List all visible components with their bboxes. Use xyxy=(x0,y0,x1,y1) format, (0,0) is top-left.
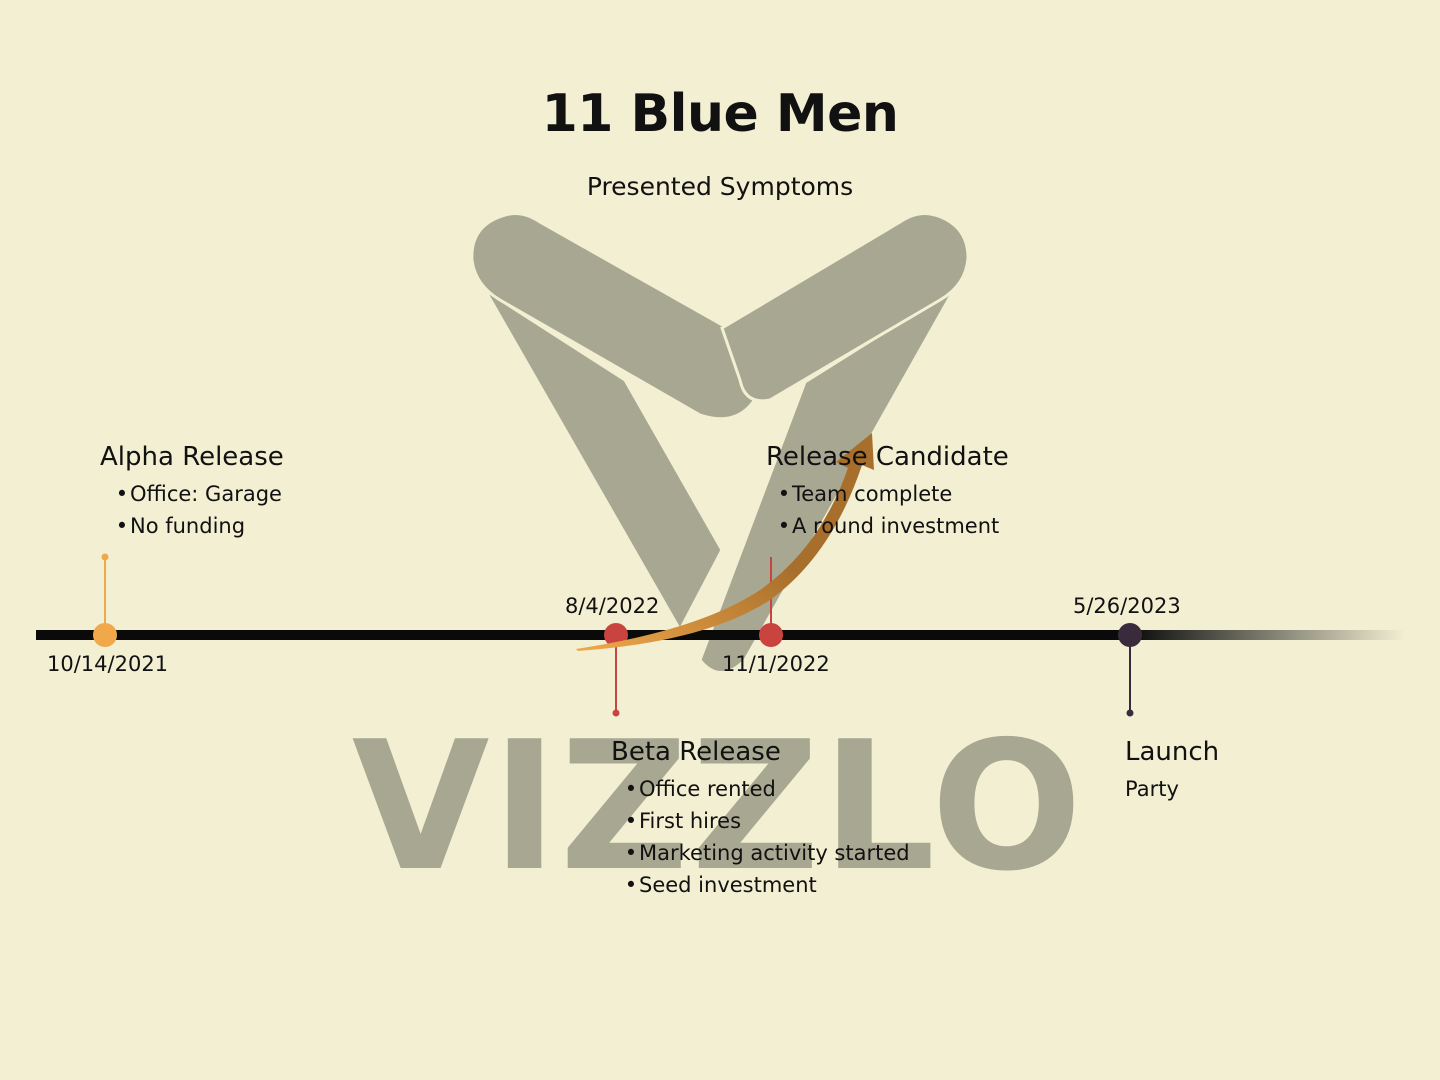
list-item-text: Team complete xyxy=(792,482,953,506)
page-title: 11 Blue Men xyxy=(541,84,899,144)
growth-arrow-icon xyxy=(576,433,874,651)
page-subtitle: Presented Symptoms xyxy=(586,172,854,201)
timeline-axis xyxy=(36,630,1140,640)
beta-connector-dot xyxy=(612,709,620,717)
event-title: Release Candidate xyxy=(766,442,1009,472)
list-item: •Marketing activity started xyxy=(624,841,910,865)
list-item: •Seed investment xyxy=(624,873,817,897)
event-list: •Office: Garage •No funding xyxy=(114,478,284,542)
event-beta: Beta Release •Office rented •First hires… xyxy=(611,737,910,901)
event-title: Alpha Release xyxy=(100,442,284,472)
date-label-beta: 8/4/2022 xyxy=(565,594,660,618)
list-item-text: First hires xyxy=(639,809,742,833)
event-rc: Release Candidate •Team complete •A roun… xyxy=(766,442,1009,542)
rc-marker xyxy=(759,623,783,647)
alpha-marker xyxy=(93,623,117,647)
list-item: •A round investment xyxy=(777,514,1000,538)
watermark-left-stroke xyxy=(483,288,724,634)
watermark-left-bar xyxy=(470,212,766,421)
event-list: •Team complete •A round investment xyxy=(776,478,1009,542)
alpha-connector-dot xyxy=(101,553,109,561)
timeline-axis-fade xyxy=(1130,630,1405,640)
watermark-wordmark: VIZZLO xyxy=(352,703,1085,910)
launch-connector-dot xyxy=(1126,709,1134,717)
event-text: Party xyxy=(1125,777,1179,801)
list-item-text: No funding xyxy=(130,514,246,538)
list-item-text: Marketing activity started xyxy=(639,841,910,865)
watermark-right-stroke xyxy=(698,286,957,674)
watermark-right-bar xyxy=(720,212,970,403)
event-alpha: Alpha Release •Office: Garage •No fundin… xyxy=(100,442,284,542)
list-item: •Office: Garage xyxy=(115,482,282,506)
date-label-rc: 11/1/2022 xyxy=(722,652,830,676)
list-item: •Team complete xyxy=(777,482,953,506)
list-item-text: Office: Garage xyxy=(130,482,282,506)
event-list: •Office rented •First hires •Marketing a… xyxy=(623,773,910,901)
list-item-text: Office rented xyxy=(639,777,776,801)
list-item: •First hires xyxy=(624,809,742,833)
event-title: Beta Release xyxy=(611,737,781,767)
list-item-text: A round investment xyxy=(792,514,1000,538)
event-launch: Launch Party xyxy=(1125,737,1219,805)
launch-marker xyxy=(1118,623,1142,647)
list-item: •Office rented xyxy=(624,777,776,801)
date-label-launch: 5/26/2023 xyxy=(1073,594,1181,618)
event-title: Launch xyxy=(1125,737,1220,767)
date-label-alpha: 10/14/2021 xyxy=(47,652,169,676)
list-item-text: Seed investment xyxy=(639,873,817,897)
list-item: •No funding xyxy=(115,514,246,538)
